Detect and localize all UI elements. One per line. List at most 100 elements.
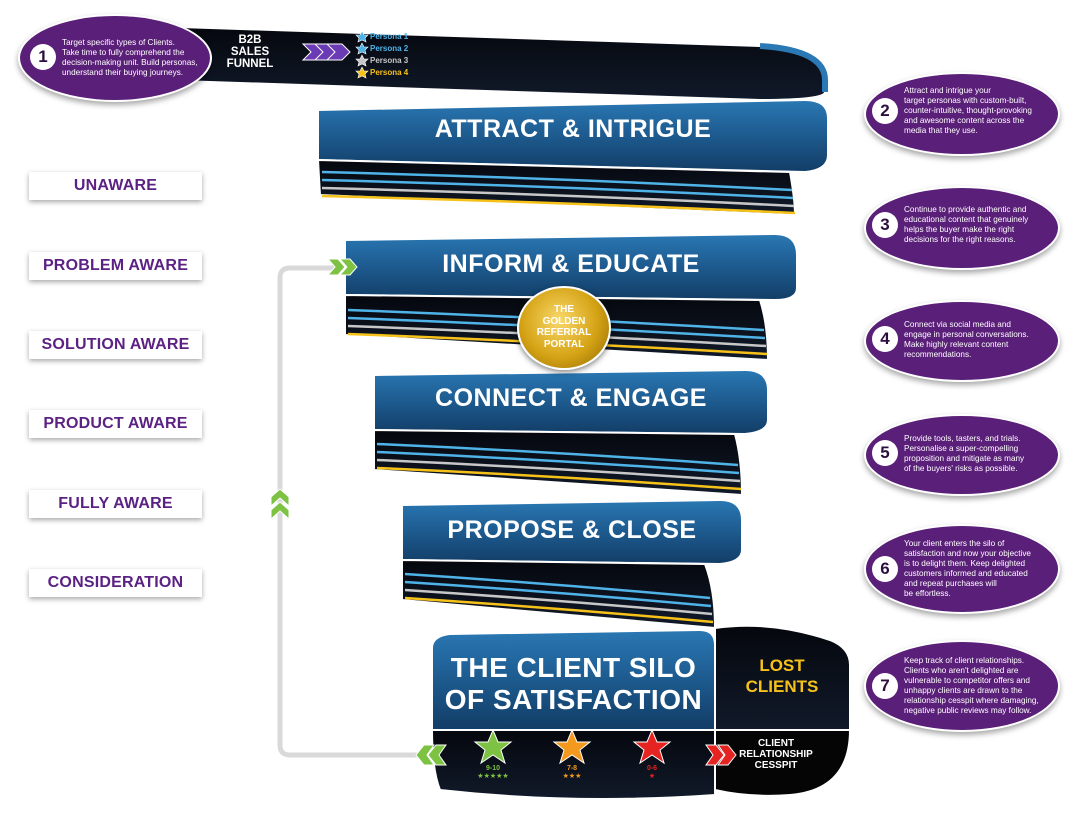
step-7-line: relationship cesspit where damaging, bbox=[904, 696, 1039, 705]
stage-connect-label: CONNECT & ENGAGE bbox=[435, 384, 707, 412]
rating-high-stars: ★★★★★ bbox=[477, 773, 509, 780]
awareness-solution: SOLUTION AWARE bbox=[29, 331, 202, 359]
step-3-line: helps the buyer make the right bbox=[904, 225, 1015, 234]
rating-mid-score: 7-8 bbox=[566, 765, 578, 772]
step-6-line: satisfaction and now your objective bbox=[904, 549, 1031, 558]
red-chevrons-icon bbox=[705, 744, 737, 766]
rating-low: 0-6 ★ bbox=[632, 765, 672, 780]
step-1-line: decision-making unit. Build personas, bbox=[62, 58, 198, 67]
portal-text: THE GOLDEN REFERRAL PORTAL bbox=[519, 304, 609, 350]
step-6-line: be effortless. bbox=[904, 589, 951, 598]
awareness-problem: PROBLEM AWARE bbox=[29, 252, 202, 280]
step-6-line: and repeat purchases will bbox=[904, 579, 997, 588]
step-6-bubble: 6 Your client enters the silo of satisfa… bbox=[864, 524, 1060, 614]
client-silo-line-1: THE CLIENT SILO bbox=[450, 652, 697, 683]
stage-propose-label: PROPOSE & CLOSE bbox=[447, 516, 697, 544]
entry-chevrons-icon bbox=[301, 43, 351, 61]
step-5-line: Provide tools, tasters, and trials. bbox=[904, 434, 1021, 443]
step-2-line: media that they use. bbox=[904, 126, 978, 135]
golden-referral-portal: THE GOLDEN REFERRAL PORTAL bbox=[517, 286, 611, 370]
step-4-line: Make highly relevant content bbox=[904, 340, 1009, 349]
step-6-text: Your client enters the silo of satisfact… bbox=[904, 539, 1054, 599]
step-4-text: Connect via social media and engage in p… bbox=[904, 320, 1054, 360]
step-3-line: decisions for the right reasons. bbox=[904, 235, 1016, 244]
step-7-line: vulnerable to competitor offers and bbox=[904, 676, 1030, 685]
step-1-text: Target specific types of Clients. Take t… bbox=[62, 38, 207, 78]
lost-line-2: CLIENTS bbox=[745, 677, 819, 696]
awareness-fully: FULLY AWARE bbox=[29, 490, 202, 518]
step-7-number: 7 bbox=[872, 673, 898, 699]
cesspit-label: CLIENT RELATIONSHIP CESSPIT bbox=[716, 738, 836, 771]
funnel-title-line-2: SALES bbox=[230, 46, 270, 58]
step-2-number: 2 bbox=[872, 98, 898, 124]
orange-star-icon bbox=[552, 728, 592, 765]
step-1-line: Target specific types of Clients. bbox=[62, 38, 175, 47]
step-3-number: 3 bbox=[872, 212, 898, 238]
portal-line-4: PORTAL bbox=[543, 338, 585, 350]
step-7-line: unhappy clients are drawn to the bbox=[904, 686, 1023, 695]
step-2-line: and awesome content across the bbox=[904, 116, 1025, 125]
funnel-title-line-3: FUNNEL bbox=[226, 58, 274, 70]
step-7-line: Clients who aren't delighted are bbox=[904, 666, 1019, 675]
rating-high: 9-10 ★★★★★ bbox=[473, 765, 513, 780]
stage-inform-label: INFORM & EDUCATE bbox=[442, 250, 700, 278]
client-silo-title: THE CLIENT SILO OF SATISFACTION bbox=[432, 652, 715, 716]
client-silo-line-2: OF SATISFACTION bbox=[444, 684, 703, 715]
green-chevrons-icon bbox=[326, 258, 358, 276]
step-2-bubble: 2 Attract and intrigue your target perso… bbox=[864, 72, 1060, 156]
up-chevrons-icon bbox=[270, 488, 290, 521]
rating-low-score: 0-6 bbox=[646, 765, 658, 772]
red-star-icon bbox=[632, 728, 672, 765]
step-5-line: proposition and mitigate as many bbox=[904, 454, 1025, 463]
step-7-line: Keep track of client relationships. bbox=[904, 656, 1025, 665]
rating-mid: 7-8 ★★★ bbox=[552, 765, 592, 780]
step-4-line: engage in personal conversations. bbox=[904, 330, 1029, 339]
portal-line-3: REFERRAL bbox=[536, 327, 592, 338]
step-1-number: 1 bbox=[30, 44, 56, 70]
lost-line-1: LOST bbox=[759, 656, 805, 675]
step-5-text: Provide tools, tasters, and trials. Pers… bbox=[904, 434, 1054, 474]
portal-line-2: GOLDEN bbox=[542, 315, 586, 327]
rating-low-stars: ★ bbox=[648, 773, 656, 780]
persona-2-label: Persona 2 bbox=[370, 44, 409, 53]
rating-high-score: 9-10 bbox=[485, 765, 500, 772]
step-2-line: target personas with custom-built, bbox=[904, 96, 1027, 105]
step-1-line: Take time to fully comprehend the bbox=[62, 48, 185, 57]
step-7-bubble: 7 Keep track of client relationships. Cl… bbox=[864, 640, 1060, 732]
step-4-line: recommendations. bbox=[904, 350, 972, 359]
left-chevrons-icon bbox=[415, 744, 447, 766]
step-5-line: Personalise a super-compelling bbox=[904, 444, 1019, 453]
step-1-line: understand their buying journeys. bbox=[62, 68, 184, 77]
step-4-line: Connect via social media and bbox=[904, 320, 1011, 329]
step-7-text: Keep track of client relationships. Clie… bbox=[904, 656, 1056, 716]
step-2-line: Attract and intrigue your bbox=[904, 86, 991, 95]
stage-attract-label: ATTRACT & INTRIGUE bbox=[434, 115, 712, 143]
funnel-title-line-1: B2B bbox=[238, 34, 262, 46]
cesspit-line-3: CESSPIT bbox=[754, 760, 798, 771]
step-6-line: customers informed and educated bbox=[904, 569, 1028, 578]
step-6-line: is to delight them. Keep delighted bbox=[904, 559, 1026, 568]
step-2-text: Attract and intrigue your target persona… bbox=[904, 86, 1054, 136]
step-3-line: Continue to provide authentic and bbox=[904, 205, 1027, 214]
cesspit-line-1: CLIENT bbox=[757, 738, 795, 749]
funnel-title: B2B SALES FUNNEL bbox=[220, 34, 280, 70]
step-3-bubble: 3 Continue to provide authentic and educ… bbox=[864, 186, 1060, 270]
rating-mid-stars: ★★★ bbox=[562, 773, 582, 780]
step-4-number: 4 bbox=[872, 326, 898, 352]
portal-line-1: THE bbox=[554, 304, 574, 315]
step-3-line: educational content that genuinely bbox=[904, 215, 1029, 224]
awareness-product: PRODUCT AWARE bbox=[29, 410, 202, 438]
step-2-line: counter-intuitive, thought-provoking bbox=[904, 106, 1032, 115]
persona-4-label: Persona 4 bbox=[370, 68, 409, 77]
step-5-number: 5 bbox=[872, 440, 898, 466]
awareness-consideration: CONSIDERATION bbox=[29, 569, 202, 597]
step-3-text: Continue to provide authentic and educat… bbox=[904, 205, 1054, 245]
lost-clients-label: LOST CLIENTS bbox=[722, 655, 842, 697]
persona-3-label: Persona 3 bbox=[370, 56, 409, 65]
awareness-unaware: UNAWARE bbox=[29, 172, 202, 200]
step-7-line: negative public reviews may follow. bbox=[904, 706, 1032, 715]
step-4-bubble: 4 Connect via social media and engage in… bbox=[864, 300, 1060, 382]
step-5-bubble: 5 Provide tools, tasters, and trials. Pe… bbox=[864, 414, 1060, 496]
